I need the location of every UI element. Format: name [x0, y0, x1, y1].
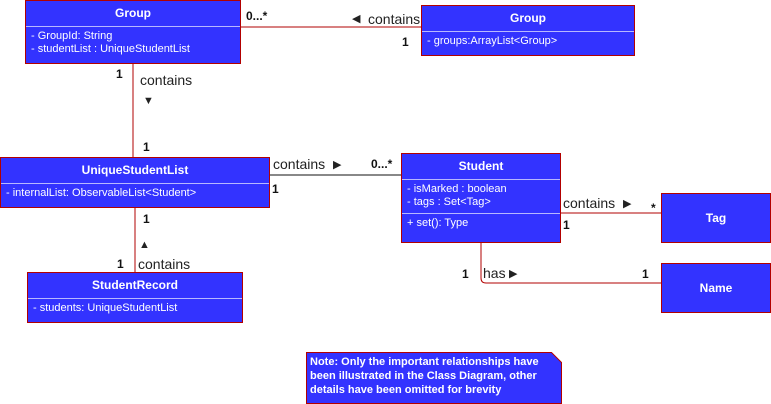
class-attributes: - students: UniqueStudentList [28, 298, 242, 319]
class-attributes: - GroupId: String - studentList : Unique… [26, 26, 240, 60]
attribute: - groups:ArrayList<Group> [427, 35, 558, 47]
multiplicity: 1 [116, 67, 123, 81]
student-class[interactable]: Student - isMarked : boolean - tags : Se… [401, 153, 561, 243]
class-attributes: - groups:ArrayList<Group> [422, 31, 634, 52]
class-name: Group [115, 6, 151, 20]
group-class-right[interactable]: Group - groups:ArrayList<Group> [421, 5, 635, 56]
attribute: - GroupId: String [31, 30, 113, 42]
direction-arrow-icon: ▼ [143, 95, 154, 107]
direction-arrow-icon: ▶ [333, 159, 342, 171]
class-attributes: - isMarked : boolean - tags : Set<Tag> [402, 179, 560, 213]
direction-arrow-icon: ◀ [352, 13, 361, 25]
note-border [306, 352, 562, 404]
relationship-label: contains [273, 156, 326, 172]
relationship-label: contains [368, 11, 421, 27]
attribute: - internalList: ObservableList<Student> [6, 187, 197, 199]
class-name: Tag [705, 211, 727, 225]
multiplicity: 1 [462, 267, 469, 281]
multiplicity: 1 [272, 182, 279, 196]
class-name: Group [510, 11, 546, 25]
relationship-label: has [483, 265, 506, 281]
name-class[interactable]: Name [661, 263, 771, 313]
multiplicity: 1 [563, 218, 570, 232]
class-methods: + set(): Type [402, 213, 560, 234]
class-attributes: - internalList: ObservableList<Student> [1, 183, 269, 204]
relationship-label: contains [563, 195, 616, 211]
relationship-label: contains [140, 72, 193, 88]
student-record-class[interactable]: StudentRecord - students: UniqueStudentL… [27, 272, 243, 323]
relationship-label: contains [138, 256, 191, 272]
tag-class[interactable]: Tag [661, 193, 771, 243]
multiplicity: 0...* [246, 9, 268, 23]
direction-arrow-icon: ▲ [139, 239, 150, 251]
diagram-note: Note: Only the important relationships h… [310, 356, 539, 396]
multiplicity: 1 [402, 35, 409, 49]
method: + set(): Type [407, 217, 469, 229]
group-class-left[interactable]: Group - GroupId: String - studentList : … [25, 0, 241, 64]
multiplicity: 1 [143, 140, 150, 154]
class-name: StudentRecord [91, 278, 178, 292]
unique-student-list-class[interactable]: UniqueStudentList - internalList: Observ… [0, 157, 270, 208]
class-name: Name [699, 281, 733, 295]
multiplicity: 1 [117, 257, 124, 271]
attribute: - students: UniqueStudentList [33, 302, 178, 314]
class-name: Student [458, 159, 504, 173]
attribute: - isMarked : boolean [407, 183, 507, 195]
direction-arrow-icon: ▶ [623, 198, 632, 210]
attribute: - tags : Set<Tag> [407, 196, 491, 208]
multiplicity: 0...* [371, 157, 393, 171]
direction-arrow-icon: ▶ [509, 268, 518, 280]
class-name: UniqueStudentList [81, 163, 189, 177]
line-student-name [480, 243, 661, 284]
attribute: - studentList : UniqueStudentList [31, 43, 190, 55]
multiplicity: 1 [642, 267, 649, 281]
multiplicity: 1 [143, 212, 150, 226]
multiplicity: * [651, 201, 656, 215]
